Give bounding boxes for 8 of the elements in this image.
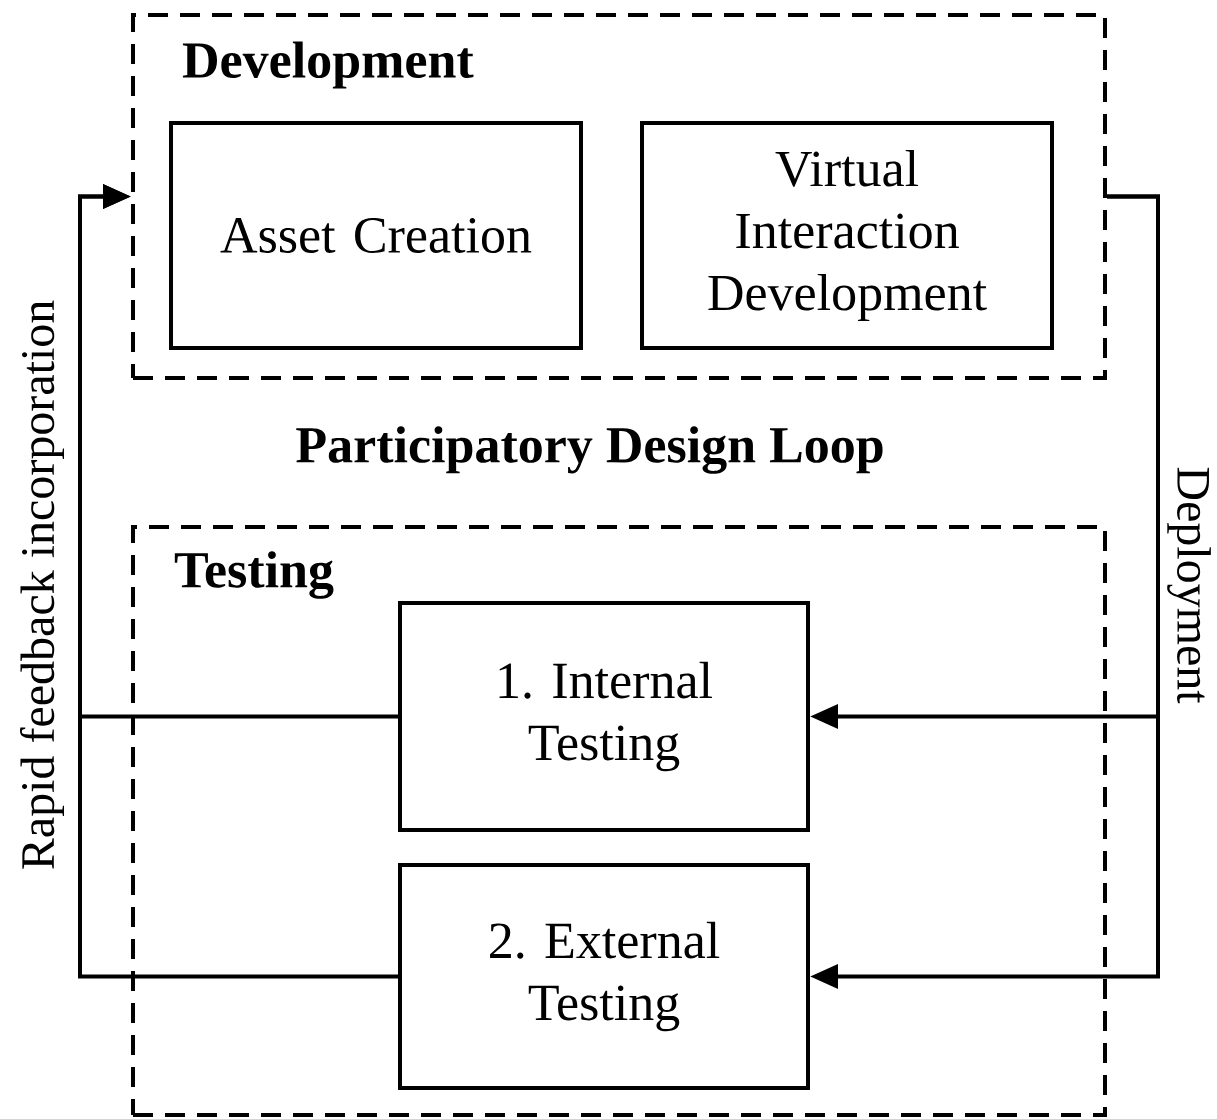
edge-label: Deployment: [1167, 466, 1211, 704]
arrow: [78, 183, 398, 979]
edge-label: Rapid feedback incorporation: [20, 299, 64, 871]
process-box: 1. Internal Testing: [398, 601, 810, 832]
process-box: 2. External Testing: [398, 863, 810, 1090]
title: Participatory Design Loop: [296, 426, 883, 474]
process-box: Virtual Interaction Development: [640, 121, 1054, 350]
process-box: Asset Creation: [169, 121, 583, 350]
